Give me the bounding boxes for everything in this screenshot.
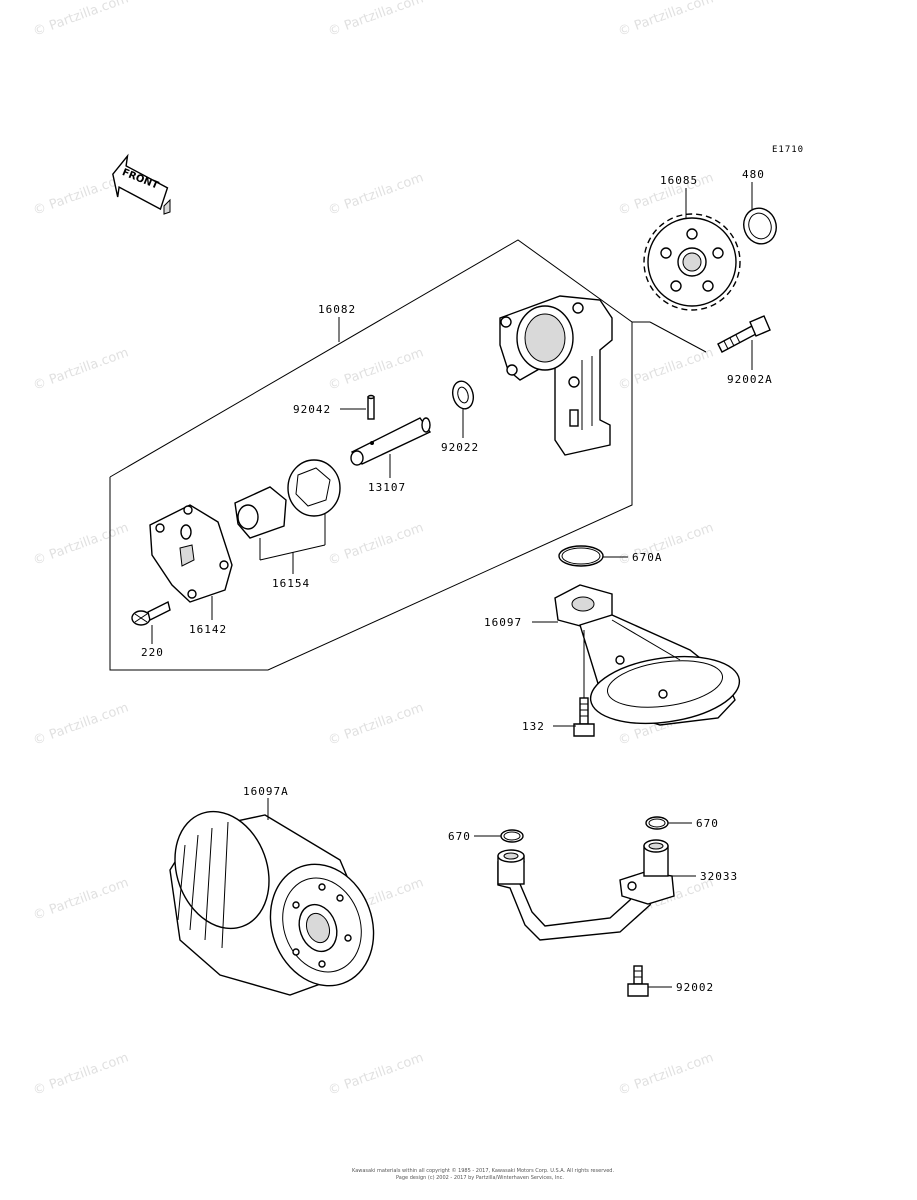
watermark: © Partzilla.com [31, 700, 130, 748]
oil-strainer-16097[interactable] [554, 584, 744, 732]
watermark: © Partzilla.com [31, 875, 130, 923]
bolt-92002[interactable] [627, 965, 649, 997]
rotor-set-16154[interactable] [234, 459, 341, 539]
part-label-670-right[interactable]: 670 [696, 817, 719, 830]
watermark: © Partzilla.com [326, 345, 425, 393]
cover-16142[interactable] [149, 504, 233, 603]
o-ring-670-right[interactable] [645, 816, 669, 830]
watermark: © Partzilla.com [31, 345, 130, 393]
watermark: © Partzilla.com [31, 520, 130, 568]
part-label-92022[interactable]: 92022 [441, 441, 479, 454]
copyright-line-1: Kawasaki materials within all copyright … [352, 1167, 614, 1174]
part-label-16097[interactable]: 16097 [484, 616, 522, 629]
screw-220[interactable] [131, 600, 171, 626]
watermark: © Partzilla.com [326, 1050, 425, 1098]
part-label-16085[interactable]: 16085 [660, 174, 698, 187]
bolt-132[interactable] [573, 630, 595, 737]
part-label-92002[interactable]: 92002 [676, 981, 714, 994]
watermark: © Partzilla.com [616, 0, 715, 40]
diagram-code: E1710 [772, 145, 804, 155]
part-label-16142[interactable]: 16142 [189, 623, 227, 636]
part-label-92002A[interactable]: 92002A [727, 373, 773, 386]
copyright-footer: Kawasaki materials within all copyright … [352, 1167, 614, 1181]
shaft-13107[interactable] [350, 417, 432, 466]
callout-leaders [151, 182, 753, 988]
front-arrow-icon: FRONT [112, 153, 171, 215]
part-label-480[interactable]: 480 [742, 168, 765, 181]
part-label-16082[interactable]: 16082 [318, 303, 356, 316]
watermark: © Partzilla.com [326, 700, 425, 748]
part-label-16154[interactable]: 16154 [272, 577, 310, 590]
part-label-16097A[interactable]: 16097A [243, 785, 289, 798]
part-label-670-left[interactable]: 670 [448, 830, 471, 843]
part-label-13107[interactable]: 13107 [368, 481, 406, 494]
o-ring-670-left[interactable] [500, 829, 524, 843]
part-label-92042[interactable]: 92042 [293, 403, 331, 416]
oil-pump-assembly-outline [109, 239, 707, 671]
watermark: © Partzilla.com [326, 520, 425, 568]
watermark: © Partzilla.com [31, 1050, 130, 1098]
oil-pipe-32033[interactable] [497, 839, 675, 941]
bolt-92002A[interactable] [717, 315, 771, 353]
part-label-132[interactable]: 132 [522, 720, 545, 733]
o-ring-670A[interactable] [558, 545, 604, 567]
part-label-670A[interactable]: 670A [632, 551, 663, 564]
oil-filter-16097A[interactable] [159, 798, 390, 1000]
part-labels: 16085 480 92002A 16082 92042 92022 13107… [141, 168, 773, 994]
copyright-line-2: Page design (c) 2002 - 2017 by Partzilla… [396, 1175, 564, 1181]
part-label-32033[interactable]: 32033 [700, 870, 738, 883]
part-label-220[interactable]: 220 [141, 646, 164, 659]
oil-pump-body[interactable] [499, 295, 613, 456]
watermark: © Partzilla.com [31, 0, 130, 40]
watermark: © Partzilla.com [616, 1050, 715, 1098]
pin-92042[interactable] [367, 394, 375, 420]
circlip-480[interactable] [739, 204, 781, 249]
sprocket-16085[interactable] [643, 213, 741, 311]
washer-92022[interactable] [450, 379, 477, 411]
watermark: © Partzilla.com [616, 345, 715, 393]
watermark: © Partzilla.com [326, 170, 425, 218]
watermark: © Partzilla.com [326, 0, 425, 40]
